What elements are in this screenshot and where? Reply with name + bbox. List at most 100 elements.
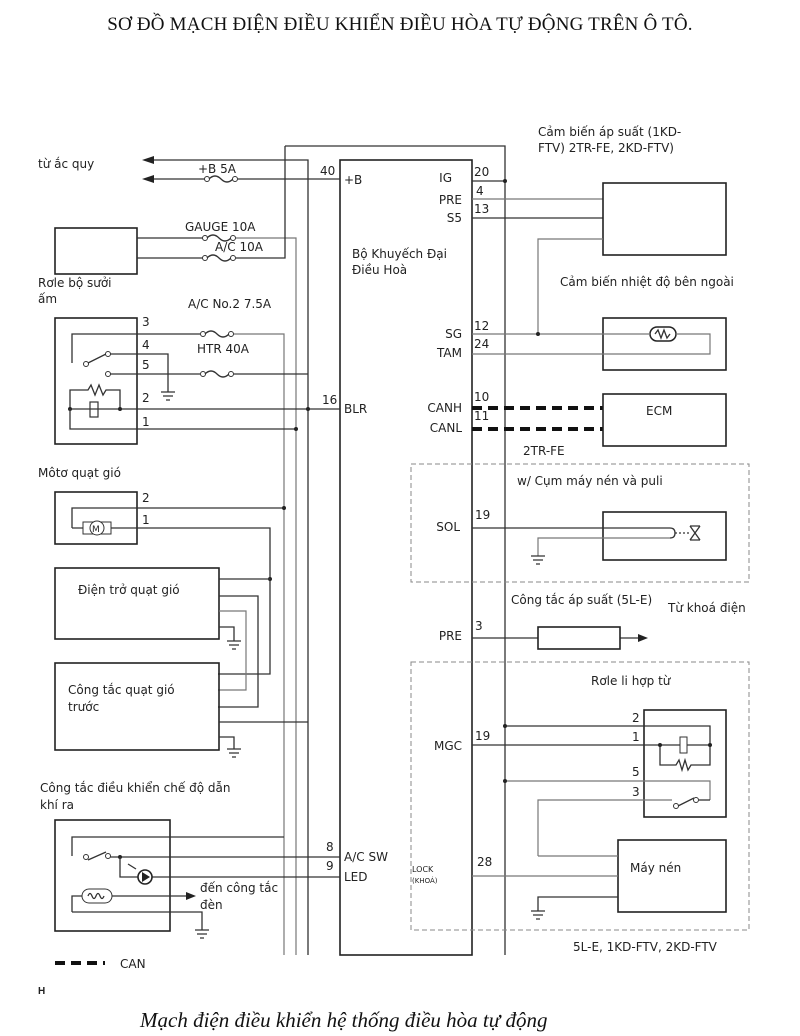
junction-dot	[503, 724, 507, 728]
clutch-pin-3: 3	[632, 785, 640, 799]
solenoid-box	[602, 511, 727, 561]
clutch-pin-2: 2	[632, 711, 640, 725]
lamp-ground-wire	[72, 911, 203, 930]
compressor-ground-wire	[537, 896, 618, 911]
thermistor-wire	[472, 333, 711, 355]
compressor-pulley-label: w/ Cụm máy nén và puli	[517, 474, 663, 488]
pin-9: 9	[326, 859, 334, 873]
junction-dot	[282, 506, 286, 510]
pin-20: 20	[474, 165, 489, 179]
compressor-pulley-group	[410, 463, 750, 583]
term-b: +B	[344, 173, 362, 187]
to-light-switch-2: đèn	[200, 898, 223, 912]
ambient-sensor-box	[602, 317, 727, 371]
sg-branch-wire	[537, 238, 603, 334]
term-mgc: MGC	[434, 739, 462, 753]
ground-icon	[195, 929, 209, 939]
term-s5: S5	[447, 211, 462, 225]
fuse-icon	[200, 370, 234, 378]
junction-dot	[536, 332, 540, 336]
term-sol: SOL	[436, 520, 460, 534]
pin-19-mgc: 19	[475, 729, 490, 743]
magnetic-clutch-group	[410, 661, 750, 931]
corner-mark: H	[38, 986, 46, 997]
relay-pin-2: 2	[142, 391, 150, 405]
clutch-wire-3	[537, 799, 672, 856]
term-pre: PRE	[439, 193, 462, 207]
term-acsw: A/C SW	[344, 850, 388, 864]
relay-coil-icon	[658, 736, 712, 773]
mode-switch-label-2: khí ra	[40, 798, 74, 812]
motor-pin-1: 1	[142, 513, 150, 527]
fuse-b5a-label: +B 5A	[198, 162, 237, 176]
mode-switch-box	[54, 819, 171, 932]
fuse-icon	[204, 175, 238, 183]
pin-19-sol: 19	[475, 508, 490, 522]
pressure-switch-box	[537, 626, 621, 650]
relay-ground-wire	[110, 353, 169, 392]
thermistor-icon	[649, 326, 677, 342]
can-legend-label: CAN	[120, 957, 146, 971]
term-pre-2: PRE	[439, 629, 462, 643]
pin-8: 8	[326, 840, 334, 854]
pin-12: 12	[474, 319, 489, 333]
fuse-ac-no2-label: A/C No.2 7.5A	[188, 297, 272, 311]
mode-wire-top	[71, 836, 284, 856]
term-ig: IG	[439, 171, 452, 185]
figure-caption: Mạch điện điều khiển hệ thống điều hòa t…	[140, 1008, 548, 1032]
blower-motor-box	[54, 491, 138, 545]
motor-symbol: M	[92, 525, 100, 535]
relay-pin-4: 4	[142, 338, 150, 352]
relay-wire-3	[71, 333, 200, 363]
junction-dot	[118, 407, 122, 411]
pin-24: 24	[474, 337, 489, 351]
led-wire	[119, 857, 340, 878]
ground-icon	[227, 640, 241, 650]
fuse-ac10-label: A/C 10A	[215, 240, 264, 254]
clutch-pin-5: 5	[632, 765, 640, 779]
pin-3: 3	[475, 619, 483, 633]
led-icon	[127, 863, 153, 885]
ground-icon	[161, 391, 175, 401]
relay-pin-1: 1	[142, 415, 150, 429]
battery-label: từ ắc quy	[38, 157, 94, 171]
lamp-icon	[81, 888, 113, 904]
heater-relay-label-1: Rơle bộ sưởi	[38, 276, 112, 290]
arrow-left-icon	[142, 175, 154, 183]
motor-wire-2	[71, 507, 284, 528]
term-lock-sub: (KHOÁ)	[412, 876, 438, 885]
fuse-icon	[200, 330, 234, 338]
switch-ground-wire	[219, 736, 235, 749]
heater-relay-box	[54, 317, 138, 445]
blower-resistor-label: Điện trở quạt gió	[78, 583, 180, 597]
sol-ground-wire	[537, 537, 670, 556]
pin-4: 4	[476, 184, 484, 198]
junction-dot	[503, 179, 507, 183]
term-sg: SG	[445, 327, 462, 341]
blower-switch-box	[54, 662, 220, 751]
heater-relay-label-2: ấm	[38, 292, 57, 306]
clutch-pin-1: 1	[632, 730, 640, 744]
motor-pin-2: 2	[142, 491, 150, 505]
pin-10: 10	[474, 390, 489, 404]
ecm-label: ECM	[646, 404, 672, 418]
junction-dot	[503, 779, 507, 783]
fuse-htr-label: HTR 40A	[197, 342, 250, 356]
fuse-icon	[202, 234, 236, 242]
pin-40: 40	[320, 164, 335, 178]
relay-pin-5: 5	[142, 358, 150, 372]
clutch-relay-box	[643, 709, 727, 818]
blower-motor-label: Môtơ quạt gió	[38, 466, 121, 480]
ground-icon	[531, 910, 545, 920]
motor-icon: M	[82, 520, 112, 536]
pin-28: 28	[477, 855, 492, 869]
amplifier-box	[339, 159, 473, 956]
ignition-label: Từ khoá điện	[667, 601, 746, 615]
ig-bus-frame	[285, 145, 506, 955]
term-blr: BLR	[344, 402, 367, 416]
amplifier-name-1: Bộ Khuyếch Đại	[352, 247, 447, 261]
pressure-sensor-label-1: Cảm biến áp suất (1KD-	[538, 125, 681, 139]
resistor-ground-wire	[219, 626, 235, 641]
term-tam: TAM	[436, 346, 462, 360]
